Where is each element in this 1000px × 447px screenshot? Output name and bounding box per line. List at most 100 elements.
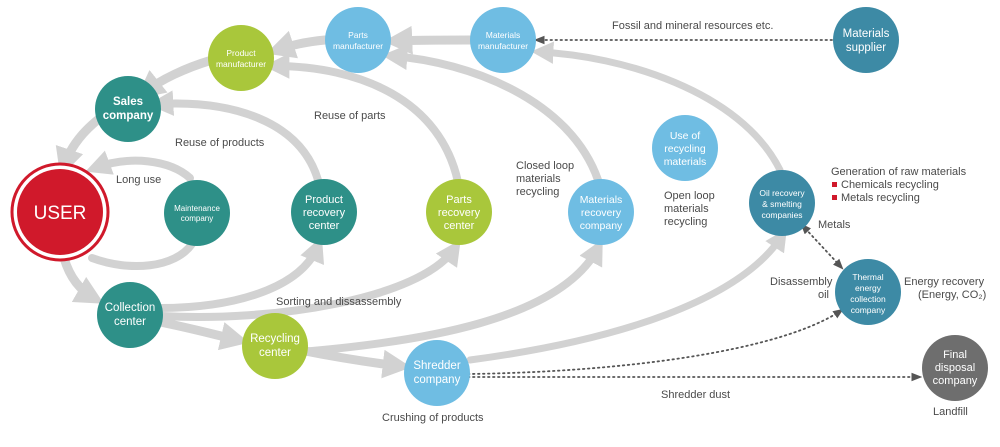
final-disposal-line-1: Final [943,349,967,361]
sales-company-line-2: company [103,110,154,122]
materials-recovery-line-3: company [580,220,623,232]
node-materials-supplier: Materials supplier [833,7,899,73]
product-manufacturer-line-1: Product [226,48,256,58]
shredder-line-1: Shredder [413,360,460,372]
parts-recovery-line-2: recovery [438,207,481,219]
arc-collection-to-product-recovery [156,236,325,312]
label-open-loop-1: Open loop [664,190,715,202]
collection-line-1: Collection [105,302,156,314]
shredder-line-2: company [414,374,461,386]
use-recycling-line-3: materials [664,156,707,168]
arc-product-to-sales [136,55,217,100]
node-collection-center: Collection center [97,282,163,348]
node-product-manufacturer: Product manufacturer [208,25,274,91]
parts-manufacturer-line-1: Parts [348,30,368,40]
node-materials-recovery-company: Materials recovery company [568,179,634,245]
dotted-shredder-to-thermal [467,308,844,375]
flow-arcs [55,25,787,379]
arc-collection-to-parts-recovery [158,239,461,321]
final-disposal-line-3: company [933,375,978,387]
dotted-oil-thermal [800,223,844,270]
arc-collection-to-recycling [155,317,250,351]
label-metals-recycling: Metals recycling [841,192,920,204]
arc-parts-recovery-to-product [263,53,462,186]
arc-materials-to-parts [383,25,475,55]
materials-recovery-line-1: Materials [580,194,623,206]
node-thermal-energy-collection: Thermal energy collection company [835,259,901,325]
label-closed-loop-2: materials [516,173,561,185]
node-materials-manufacturer: Materials manufacturer [470,7,536,73]
label-open-loop-2: materials [664,203,709,215]
maintenance-line-2: company [181,214,213,223]
materials-supplier-line-2: supplier [846,42,886,54]
thermal-line-3: collection [850,294,886,304]
oil-recovery-line-3: companies [761,210,802,220]
collection-line-2: center [114,316,146,328]
materials-recovery-line-2: recovery [581,207,622,219]
sales-company-line-1: Sales [113,96,143,108]
label-reuse-products: Reuse of products [175,137,265,149]
materials-manufacturer-line-1: Materials [486,30,520,40]
node-recycling-center: Recycling center [242,313,308,379]
product-recovery-line-2: recovery [303,207,346,219]
label-crushing: Crushing of products [382,412,484,424]
node-parts-manufacturer: Parts manufacturer [325,7,391,73]
node-oil-recovery-smelting: Oil recovery & smelting companies [749,170,815,236]
label-energy-recovery-1: Energy recovery [904,276,985,288]
parts-manufacturer-line-2: manufacturer [333,41,383,51]
node-product-recovery-center: Product recovery center [291,179,357,245]
bullet-chemicals [832,182,837,187]
arc-product-recovery-to-sales [147,90,322,184]
node-maintenance-company: Maintenance company [164,180,230,246]
product-manufacturer-line-2: manufacturer [216,59,266,69]
arc-user-to-collection [59,253,105,304]
label-generation: Generation of raw materials [831,166,967,178]
arc-oil-recovery-to-materials [531,41,784,174]
materials-manufacturer-line-2: manufacturer [478,41,528,51]
label-reuse-parts: Reuse of parts [314,110,386,122]
dotted-flows [467,35,923,382]
product-recovery-line-1: Product [305,194,343,206]
label-closed-loop-1: Closed loop [516,160,574,172]
maintenance-line-1: Maintenance [174,204,220,213]
bullet-metals [832,195,837,200]
thermal-line-4: company [851,305,886,315]
thermal-line-2: energy [855,283,882,293]
use-recycling-line-2: recycling [664,143,706,155]
parts-recovery-line-1: Parts [446,194,472,206]
label-landfill: Landfill [933,406,968,418]
label-shredder-dust: Shredder dust [661,389,730,401]
arc-shredder-to-materials-recovery [296,238,603,356]
label-energy-recovery-2: (Energy, CO₂) [918,289,986,301]
label-fossil: Fossil and mineral resources etc. [612,20,773,32]
arc-sales-to-user [55,113,105,177]
node-shredder-company: Shredder company [404,340,470,406]
oil-recovery-line-1: Oil recovery [759,188,805,198]
recycling-center-line-1: Recycling [250,333,300,345]
label-disassembly: Disassembly [770,276,833,288]
label-oil: oil [818,289,829,301]
node-user-label: USER [34,203,87,224]
product-recovery-line-3: center [309,220,340,232]
annotation-labels: Fossil and mineral resources etc. Reuse … [116,20,986,424]
thermal-line-1: Thermal [852,272,883,282]
label-long-use: Long use [116,174,161,186]
arc-materials-recovery-to-parts [381,44,602,184]
label-chemicals: Chemicals recycling [841,179,939,191]
recycling-center-line-2: center [259,347,291,359]
use-recycling-line-1: Use of [670,130,700,142]
nodes: USER Sales company Maintenance company C… [10,7,988,406]
arc-shredder-to-oil-recovery [466,228,787,364]
final-disposal-line-2: disposal [935,362,975,374]
label-metals: Metals [818,219,851,231]
arc-parts-to-product [266,30,330,59]
label-closed-loop-3: recycling [516,186,559,198]
node-user: USER [10,162,110,262]
node-sales-company: Sales company [95,76,161,142]
parts-recovery-line-3: center [444,220,475,232]
materials-supplier-line-1: Materials [843,28,890,40]
label-open-loop-3: recycling [664,216,707,228]
label-sorting: Sorting and dissassembly [276,296,402,308]
node-parts-recovery-center: Parts recovery center [426,179,492,245]
